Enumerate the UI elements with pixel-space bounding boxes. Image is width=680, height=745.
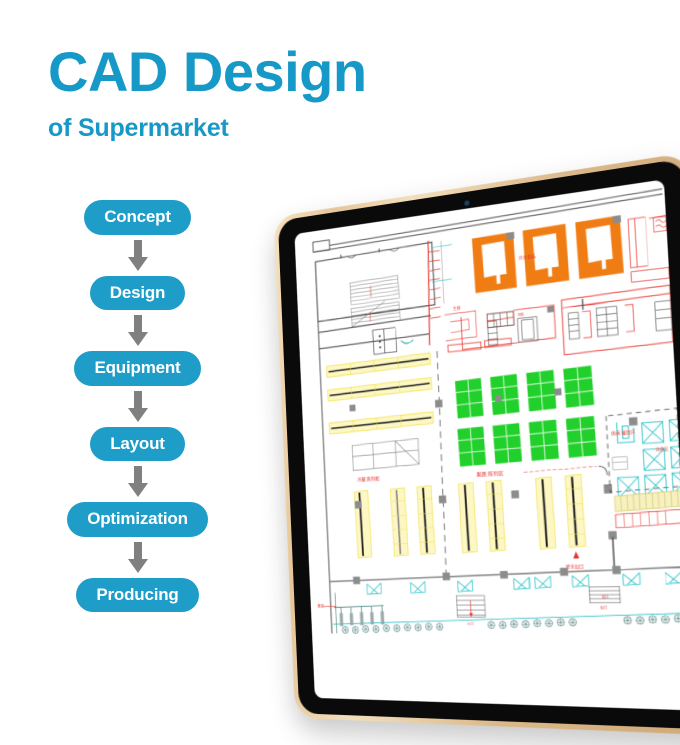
- camera-dot-icon: [464, 200, 469, 206]
- arrow-down-icon: [125, 240, 151, 272]
- entrance-doors: [367, 571, 680, 594]
- flow-step-layout[interactable]: Layout: [90, 427, 185, 462]
- flow-step-design[interactable]: Design: [90, 276, 185, 311]
- svg-text:出口: 出口: [601, 593, 608, 599]
- arrow-down-icon: [125, 315, 151, 347]
- process-flow-chart: Concept Design Equipment Layout Optimiza…: [30, 200, 245, 612]
- svg-text:休闲 餐饮区: 休闲 餐饮区: [611, 428, 636, 436]
- page-title: CAD Design: [48, 44, 478, 100]
- tablet-device: 冷冻食品: [246, 176, 680, 736]
- flow-step-concept[interactable]: Concept: [84, 200, 191, 235]
- svg-text:生鲜: 生鲜: [453, 305, 461, 311]
- orange-display-units: [472, 215, 624, 293]
- tablet-bezel: 冷冻食品: [278, 158, 680, 730]
- yellow-shelving-rows: [327, 353, 434, 434]
- tablet-screen[interactable]: 冷冻食品: [294, 179, 680, 710]
- cad-floor-plan[interactable]: 冷冻食品: [294, 179, 680, 710]
- heading-block: CAD Design of Supermarket: [48, 44, 478, 143]
- arrow-down-icon: [125, 391, 151, 423]
- svg-text:安全出口: 安全出口: [566, 563, 584, 570]
- svg-text:冷藏 陈列柜: 冷藏 陈列柜: [357, 475, 380, 483]
- svg-text:冷冻食品: 冷冻食品: [518, 252, 536, 261]
- cyan-seating-tables: [615, 419, 680, 498]
- svg-text:休息区: 休息区: [656, 446, 669, 452]
- red-checkout-counters: [614, 490, 680, 528]
- svg-text:入口: 入口: [467, 622, 474, 626]
- arrow-down-icon: [125, 466, 151, 498]
- svg-text:车行: 车行: [600, 605, 608, 611]
- svg-text:景观: 景观: [317, 604, 324, 609]
- svg-text:冷柜: 冷柜: [517, 311, 525, 317]
- arrow-down-icon: [125, 542, 151, 574]
- flow-step-optimization[interactable]: Optimization: [67, 502, 208, 537]
- page-subtitle: of Supermarket: [48, 114, 478, 143]
- svg-text:果蔬 陈列区: 果蔬 陈列区: [476, 470, 504, 479]
- flow-step-equipment[interactable]: Equipment: [74, 351, 200, 386]
- yellow-aisle-racks: [354, 474, 586, 558]
- landscape-trees: [341, 614, 680, 636]
- flow-step-producing[interactable]: Producing: [76, 578, 198, 613]
